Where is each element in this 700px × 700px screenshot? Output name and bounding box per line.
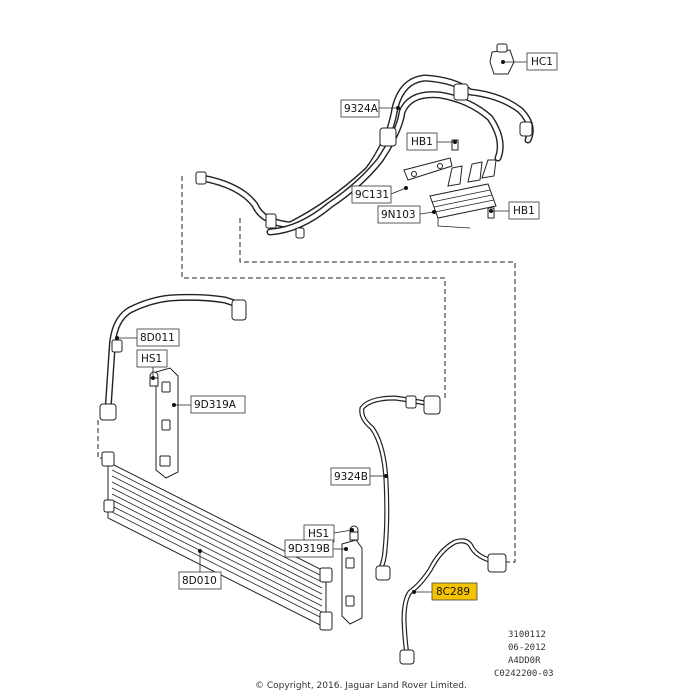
bracket-9d319b bbox=[341, 525, 363, 625]
callout-label-9324b: 9324B bbox=[334, 471, 368, 483]
callout-label-8c289: 8C289 bbox=[436, 586, 470, 598]
callout-8d011: 8D011 bbox=[115, 328, 180, 347]
reference-codes: 3100112 06-2012 A4DD0R C0242200-03 bbox=[494, 630, 554, 679]
hose-8c289 bbox=[399, 538, 507, 665]
copyright-notice: © Copyright, 2016. Jaguar Land Rover Lim… bbox=[255, 681, 467, 691]
callout-9c131: 9C131 bbox=[351, 185, 408, 204]
callout-9d319a: 9D319A bbox=[172, 395, 246, 414]
hose-9324b bbox=[359, 395, 441, 581]
hose-8d011 bbox=[99, 293, 247, 421]
reference-line-1: 3100112 bbox=[508, 630, 546, 640]
callout-label-8d011: 8D011 bbox=[140, 332, 175, 344]
callout-label-9n103: 9N103 bbox=[381, 209, 416, 221]
callout-8d010: 8D010 bbox=[178, 549, 222, 590]
callout-8c289: 8C289 bbox=[412, 582, 478, 601]
callout-9324a: 9324A bbox=[340, 99, 400, 118]
reference-line-4: C0242200-03 bbox=[494, 669, 554, 679]
callout-hs1-bottom: HS1 bbox=[303, 524, 354, 543]
callout-label-9d319a: 9D319A bbox=[194, 399, 237, 411]
callout-9d319b: 9D319B bbox=[284, 539, 348, 558]
callout-9n103: 9N103 bbox=[377, 205, 436, 224]
cooler-8d010 bbox=[101, 451, 333, 631]
callout-hs1-left: HS1 bbox=[136, 349, 168, 380]
callout-label-hs1-left: HS1 bbox=[141, 353, 162, 365]
reference-line-2: 06-2012 bbox=[508, 643, 546, 653]
bracket-9d319a bbox=[149, 367, 179, 479]
callout-label-hb1-top: HB1 bbox=[411, 136, 433, 148]
callout-hb1-top: HB1 bbox=[406, 132, 457, 151]
callout-9324b: 9324B bbox=[330, 467, 388, 486]
callout-label-hs1-bottom: HS1 bbox=[308, 528, 329, 540]
callout-hb1-right: HB1 bbox=[489, 201, 540, 220]
callout-label-9324a: 9324A bbox=[344, 103, 379, 115]
callout-label-hb1-right: HB1 bbox=[513, 205, 535, 217]
upper-hose-assembly bbox=[195, 43, 534, 239]
callout-label-9c131: 9C131 bbox=[355, 189, 389, 201]
callout-label-hc1: HC1 bbox=[531, 56, 553, 68]
oil-cooler-9n103 bbox=[403, 139, 497, 229]
callout-hc1: HC1 bbox=[501, 52, 558, 71]
reference-line-3: A4DD0R bbox=[508, 656, 541, 666]
callout-label-9d319b: 9D319B bbox=[288, 543, 330, 555]
callout-label-8d010: 8D010 bbox=[182, 575, 217, 587]
